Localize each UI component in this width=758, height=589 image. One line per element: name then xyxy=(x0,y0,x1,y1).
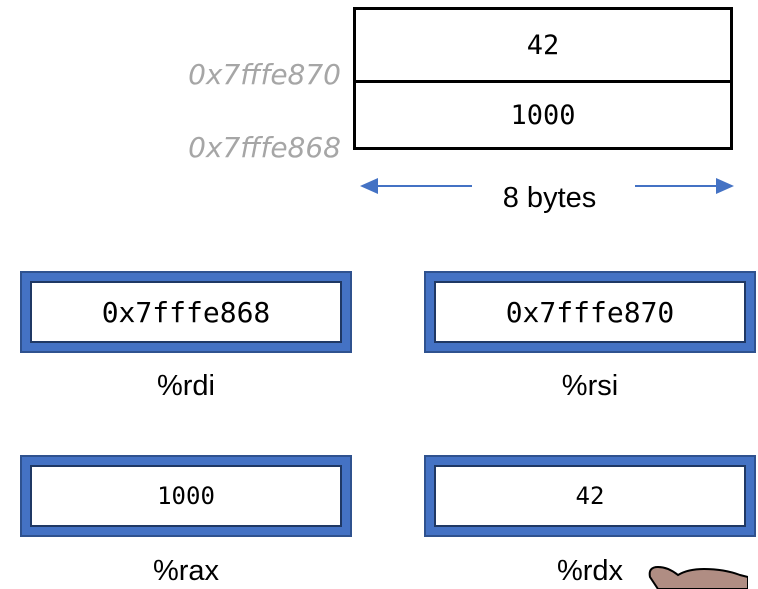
register-rsi-label: %rsi xyxy=(561,370,619,402)
register-rdx-value: 42 xyxy=(434,465,746,527)
memory-cell-upper: 42 xyxy=(526,29,560,61)
register-rdi-label: %rdi xyxy=(156,370,215,402)
register-rax-label: %rax xyxy=(152,555,220,587)
pointing-hand-icon xyxy=(648,565,748,589)
register-rax-box: 1000 xyxy=(20,455,352,537)
memory-table: 42 1000 xyxy=(353,7,733,150)
address-label-upper: 0x7fffe870 xyxy=(188,58,341,91)
register-rsi-box: 0x7fffe870 xyxy=(424,271,756,353)
memory-cell-lower: 1000 xyxy=(510,99,576,131)
register-rdx-label: %rdx xyxy=(556,555,624,587)
width-label: 8 bytes xyxy=(502,182,597,214)
register-rsi-value: 0x7fffe870 xyxy=(434,281,746,343)
left-arrow-icon xyxy=(360,178,472,194)
address-label-lower: 0x7fffe868 xyxy=(188,131,341,164)
right-arrow-icon xyxy=(635,178,734,194)
register-rdi-value: 0x7fffe868 xyxy=(30,281,342,343)
register-rax-value: 1000 xyxy=(30,465,342,527)
memory-cell-divider xyxy=(356,80,730,83)
register-rdx-box: 42 xyxy=(424,455,756,537)
register-rdi-box: 0x7fffe868 xyxy=(20,271,352,353)
width-arrows xyxy=(360,178,734,194)
